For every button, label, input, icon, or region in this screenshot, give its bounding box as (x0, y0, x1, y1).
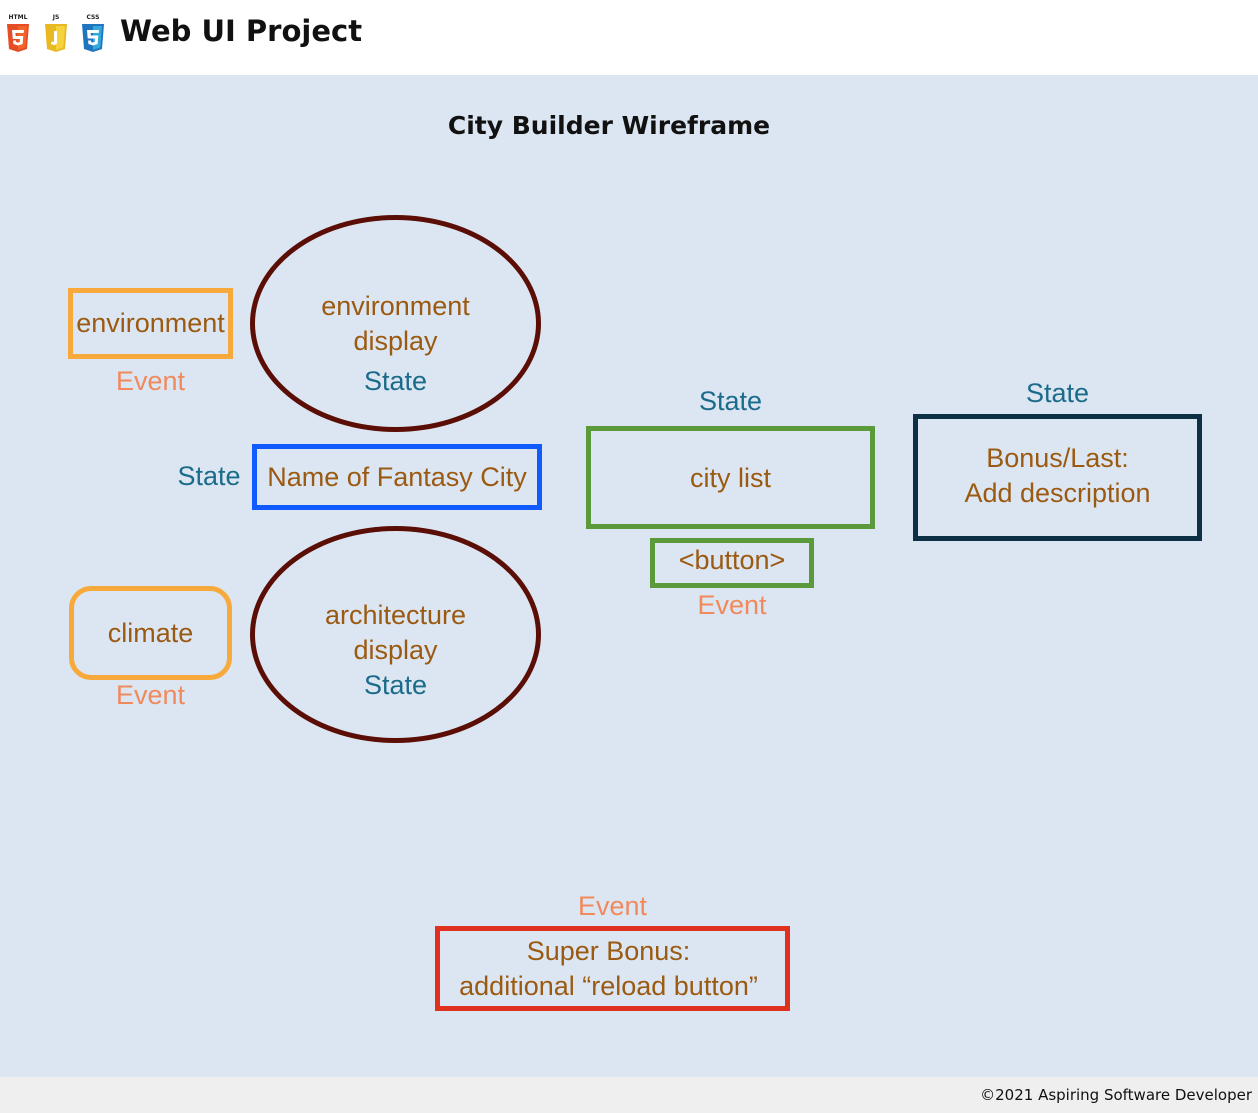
environment-event-label: Event (115, 366, 186, 396)
js-tag: JS (52, 14, 60, 21)
html5-icon (7, 24, 29, 52)
html5-badge: HTML (5, 14, 31, 54)
climate-button-box[interactable] (69, 586, 232, 680)
city-button-event: Event (697, 590, 767, 620)
city-button-label: <button> (678, 545, 786, 575)
css3-icon (82, 24, 104, 52)
super-bonus-line1: Super Bonus: (526, 936, 691, 966)
city-list-label: city list (690, 463, 771, 493)
climate-button-label: climate (107, 618, 194, 648)
diagram-title: City Builder Wireframe (447, 111, 771, 140)
css-tag: CSS (86, 14, 100, 21)
super-bonus-event: Event (577, 891, 648, 921)
environment-display-line1: environment (321, 291, 470, 321)
js-badge: JS (43, 14, 69, 54)
architecture-display-line2: display (353, 635, 438, 665)
bonus-description-line1: Bonus/Last: (986, 443, 1129, 473)
architecture-display-ellipse (250, 526, 541, 743)
name-input-state: State (177, 461, 241, 491)
bonus-description-line2: Add description (964, 478, 1151, 508)
environment-display-state: State (363, 366, 428, 396)
architecture-display-line1: architecture (324, 600, 467, 630)
name-input-label: Name of Fantasy City (267, 462, 527, 492)
city-list-box (586, 426, 875, 529)
architecture-display-state: State (363, 670, 428, 700)
super-bonus-box[interactable] (435, 926, 790, 1011)
city-button-box[interactable] (650, 538, 814, 588)
name-input-box[interactable] (252, 444, 542, 510)
city-list-state: State (698, 386, 763, 416)
wireframe-canvas (0, 75, 1258, 1077)
page-header: HTML JS CSS Web UI Project (0, 0, 1258, 75)
page-footer: ©2021 Aspiring Software Developer (0, 1077, 1258, 1113)
js-icon (45, 24, 67, 52)
environment-button-box[interactable] (68, 288, 233, 359)
bonus-description-box (913, 414, 1202, 541)
environment-display-line2: display (353, 326, 438, 356)
page-title: Web UI Project (120, 14, 363, 48)
super-bonus-line2: additional “reload button” (459, 971, 758, 1001)
climate-event-label: Event (115, 680, 186, 710)
copyright-text: ©2021 Aspiring Software Developer (980, 1086, 1252, 1104)
css3-badge: CSS (80, 14, 106, 54)
html-tag: HTML (8, 14, 28, 21)
bonus-description-state: State (1025, 378, 1090, 408)
environment-display-ellipse (250, 215, 541, 432)
environment-button-label: environment (76, 308, 225, 338)
